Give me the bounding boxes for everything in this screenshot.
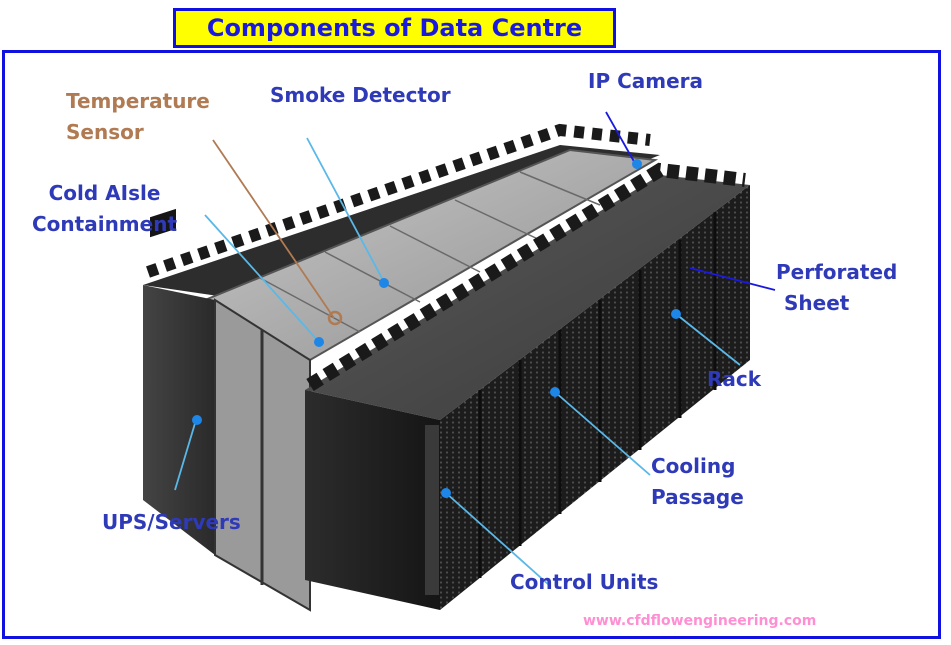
- front-rack-side: [440, 185, 750, 610]
- watermark-url: www.cfdflowengineering.com: [583, 613, 817, 629]
- label-smoke-detector: Smoke Detector: [270, 83, 451, 107]
- cold-aisle-dot: [314, 337, 324, 347]
- smoke-detector-dot: [379, 278, 389, 288]
- sensor-leader: [212, 139, 335, 319]
- label-rack: Rack: [707, 367, 762, 391]
- label-line: Sheet: [784, 291, 850, 315]
- label-line: Cold AIsle: [48, 181, 161, 205]
- leader-lines: [174, 137, 741, 586]
- label-line: Passage: [651, 485, 744, 509]
- label-ups-servers: UPS/Servers: [102, 510, 241, 534]
- ups-servers-dot: [192, 415, 202, 425]
- cooling-passage-dot: [550, 387, 560, 397]
- label-ip-camera: IP Camera: [588, 69, 703, 93]
- control-units-dot: [441, 488, 451, 498]
- label-perforated-sheet: Perforated Sheet: [776, 257, 897, 319]
- label-cooling-passage: Cooling Passage: [651, 451, 744, 513]
- ip-camera-dot: [632, 159, 642, 169]
- front-rack-face: [305, 390, 440, 610]
- rack-dot: [671, 309, 681, 319]
- label-temperature-sensor: Temperature Sensor: [66, 86, 210, 148]
- diagram-title: Components of Data Centre: [173, 8, 616, 48]
- temperature-sensor-ring: [327, 310, 343, 326]
- label-control-units: Control Units: [510, 570, 659, 594]
- label-line: Perforated: [776, 260, 898, 284]
- left-rack-end: [143, 285, 215, 555]
- title-text: Components of Data Centre: [206, 14, 583, 42]
- label-line: Containment: [32, 212, 178, 236]
- front-rack-top: [305, 175, 750, 420]
- label-line: Temperature: [66, 89, 210, 113]
- camera-leader: [605, 111, 637, 166]
- label-line: Sensor: [66, 120, 144, 144]
- label-cold-aisle-containment: Cold AIsle Containment: [32, 178, 177, 240]
- perforated-leader: [689, 267, 776, 291]
- label-line: Cooling: [651, 454, 736, 478]
